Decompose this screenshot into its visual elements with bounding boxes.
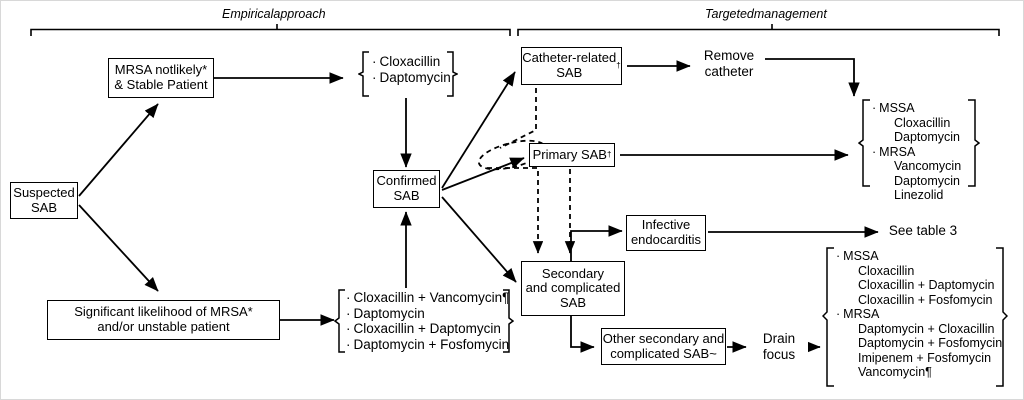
- list-targeted-complicated: MSSA Cloxacillin Cloxacillin + Daptomyci…: [836, 249, 1002, 380]
- arrow-secondary-to-endocarditis: [570, 225, 623, 262]
- list-empiric-broad-item: Daptomycin + Fosfomycin: [346, 337, 510, 353]
- list-targeted-complicated-mssa-drug: Cloxacillin + Daptomycin: [858, 278, 995, 292]
- list-targeted-uncomplicated-mrsa-header: MRSA: [872, 145, 961, 160]
- node-remove-catheter-text: Remove catheter: [703, 48, 755, 79]
- node-mrsa-not-likely[interactable]: MRSA notlikely* & Stable Patient: [108, 58, 214, 98]
- node-drain-focus-text: Drain focus: [762, 331, 796, 362]
- node-see-table-3-text: See table 3: [888, 223, 958, 239]
- arrow-remove-to-targeted-uncomplicated: [765, 58, 860, 97]
- node-confirmed-sab[interactable]: Confirmed SAB: [373, 170, 440, 208]
- list-empiric-broad-item: Cloxacillin + Daptomycin: [346, 321, 509, 337]
- list-targeted-uncomplicated-mssa-header: MSSA: [872, 101, 961, 116]
- list-targeted-complicated-mrsa-drug: Daptomycin + Cloxacillin: [858, 321, 995, 336]
- label-targeted-management: Targetedmanagement: [705, 7, 827, 21]
- node-infective-endocarditis-text: Infective endocarditis: [630, 217, 702, 247]
- node-primary-sab[interactable]: Primary SAB†: [529, 143, 615, 167]
- bracket-empirical: [30, 24, 511, 36]
- node-mrsa-not-likely-text: MRSA notlikely* & Stable Patient: [114, 62, 208, 92]
- list-empiric-simple-item: Cloxacillin: [372, 54, 451, 70]
- node-catheter-related-sab-text: Catheter-related SAB: [522, 50, 617, 80]
- list-empiric-simple: Cloxacillin Daptomycin: [372, 54, 451, 85]
- node-catheter-related-sab[interactable]: Catheter-related SAB†: [521, 47, 622, 85]
- arrow-suspected-to-mrsa-unlikely: [78, 103, 159, 197]
- node-secondary-complicated-sab[interactable]: Secondary and complicated SAB: [521, 261, 625, 316]
- bracket-targeted-uncomplicated: [858, 99, 980, 187]
- node-other-secondary-sab-text: Other secondary and complicated SAB~: [602, 330, 725, 361]
- list-targeted-complicated-mssa-header: MSSA: [836, 249, 1002, 264]
- bracket-empiric-simple: [358, 51, 458, 97]
- list-empiric-simple-item: Daptomycin: [372, 70, 451, 86]
- node-drain-focus: Drain focus: [750, 330, 808, 364]
- node-confirmed-sab-text: Confirmed SAB: [376, 173, 437, 203]
- list-targeted-complicated-mssa-drug: Cloxacillin + Fosfomycin: [858, 292, 993, 307]
- node-suspected-sab-text: Suspected SAB: [13, 184, 75, 215]
- node-other-secondary-sab[interactable]: Other secondary and complicated SAB~: [601, 328, 726, 365]
- arrow-confirmed-to-primary: [441, 157, 525, 191]
- list-targeted-uncomplicated-mrsa-drug: Linezolid: [894, 188, 944, 202]
- dashed-junction-to-secondary: [487, 167, 544, 254]
- node-infective-endocarditis[interactable]: Infective endocarditis: [626, 215, 706, 251]
- label-empirical-approach: Empiricalapproach: [222, 7, 326, 21]
- node-significant-likelihood-text: Significant likelihood of MRSA* and/or u…: [74, 304, 253, 334]
- list-targeted-uncomplicated-mssa-drug: Daptomycin: [894, 130, 960, 144]
- list-empiric-broad-item: Cloxacillin + Vancomycin¶: [346, 290, 510, 306]
- node-significant-likelihood[interactable]: Significant likelihood of MRSA* and/or u…: [47, 300, 280, 340]
- list-targeted-uncomplicated-mrsa-drug: Daptomycin: [894, 173, 960, 188]
- list-targeted-complicated-mrsa-drug: Imipenem + Fosfomycin: [858, 350, 992, 365]
- node-see-table-3: See table 3: [884, 222, 962, 240]
- list-targeted-uncomplicated-mrsa-drug: Vancomycin: [894, 159, 962, 173]
- list-empiric-broad-item: Daptomycin: [346, 306, 509, 322]
- dashed-catheter-to-junction: [499, 88, 537, 149]
- list-targeted-complicated-mrsa-header: MRSA: [836, 307, 1002, 322]
- list-targeted-complicated-mrsa-drug: Vancomycin¶: [858, 365, 932, 379]
- node-remove-catheter: Remove catheter: [694, 47, 764, 81]
- list-targeted-uncomplicated: MSSA Cloxacillin Daptomycin MRSA Vancomy…: [872, 101, 961, 203]
- arrow-secondary-to-other: [570, 316, 595, 353]
- arrow-confirmed-to-catheter: [441, 71, 516, 189]
- node-suspected-sab[interactable]: Suspected SAB: [10, 182, 78, 219]
- node-secondary-complicated-sab-text: Secondary and complicated SAB: [525, 265, 621, 310]
- arrow-suspected-to-significant: [78, 204, 159, 292]
- list-targeted-complicated-mrsa-drug: Daptomycin + Fosfomycin: [858, 336, 1003, 350]
- arrow-confirmed-to-secondary: [441, 196, 517, 283]
- list-empiric-broad: Cloxacillin + Vancomycin¶ Daptomycin Clo…: [346, 290, 510, 353]
- bracket-targeted: [517, 24, 1000, 36]
- node-primary-sab-text: Primary SAB: [532, 146, 607, 162]
- bracket-targeted-complicated: [822, 247, 1008, 387]
- list-targeted-uncomplicated-mssa-drug: Cloxacillin: [894, 115, 951, 130]
- list-targeted-complicated-mssa-drug: Cloxacillin: [858, 263, 915, 278]
